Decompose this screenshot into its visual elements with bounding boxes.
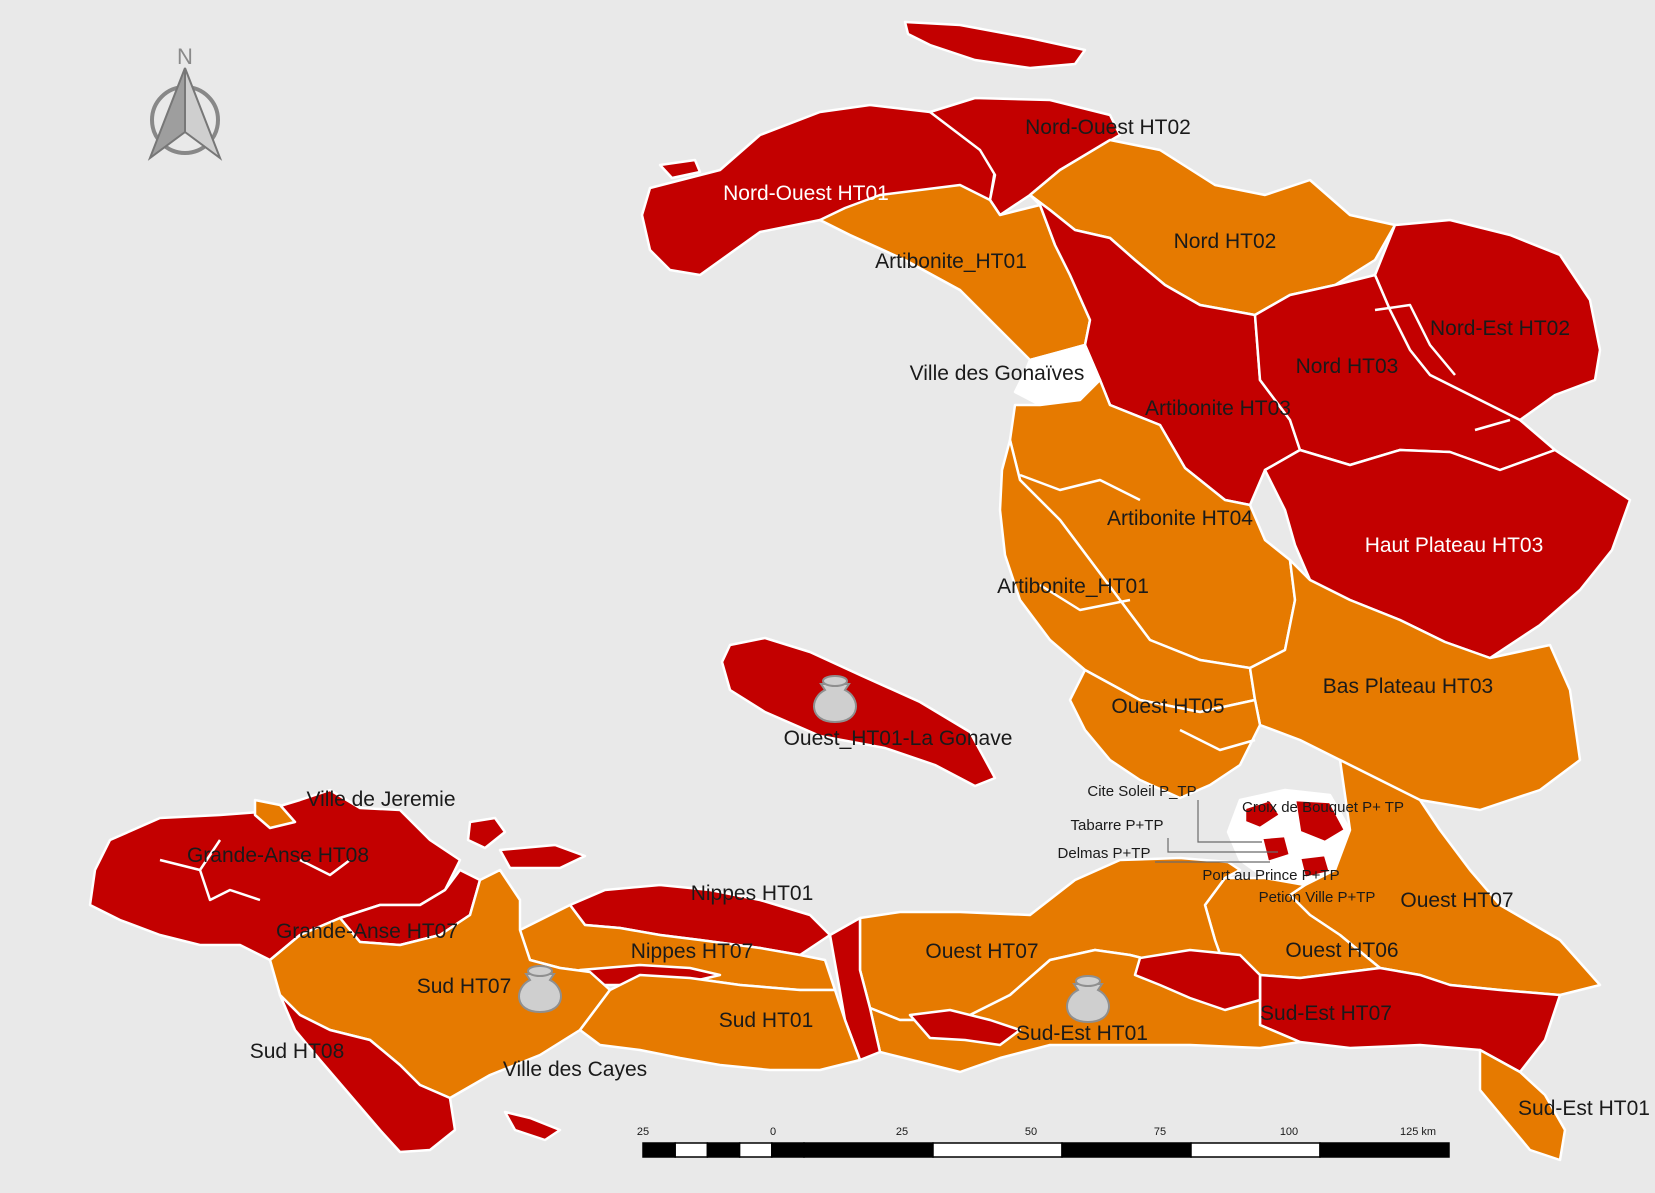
scale-segment	[706, 1142, 741, 1158]
label-nippes-ht07: Nippes HT07	[631, 940, 754, 963]
scale-segment	[1061, 1142, 1192, 1158]
label-delmas: Delmas P+TP	[1058, 845, 1151, 862]
label-sud-ht07: Sud HT07	[417, 975, 512, 998]
scale-segment	[1319, 1142, 1450, 1158]
region-small-island-north[interactable]	[658, 158, 702, 180]
label-artibonite-ht03: Artibonite HT03	[1145, 397, 1291, 420]
la-gonave-sack-icon	[813, 675, 857, 724]
label-sud-est-ht01-east: Sud-Est HT01	[1518, 1097, 1650, 1120]
border-grande-anse-interior	[159, 839, 351, 902]
scale-tick-label: 75	[1154, 1126, 1166, 1138]
region-ile-de-la-tortue[interactable]	[903, 20, 1087, 70]
label-nord-est-ht02: Nord-Est HT02	[1430, 317, 1570, 340]
label-ouest-ht05: Ouest HT05	[1111, 695, 1224, 718]
region-cite-soleil[interactable]	[1243, 798, 1282, 830]
label-bas-plateau-ht03: Bas Plateau HT03	[1323, 675, 1493, 698]
region-small-island-west[interactable]	[498, 843, 587, 870]
label-sud-est-ht01-mid: Sud-Est HT01	[1016, 1022, 1148, 1045]
border-nord-est-interior	[1374, 303, 1511, 432]
border-artibonite-interior	[1019, 473, 1256, 752]
label-grande-anse-ht07: Grande-Anse HT07	[276, 920, 458, 943]
label-ville-des-gonaives: Ville des Gonaïves	[910, 362, 1085, 385]
north-letter: N	[177, 44, 193, 69]
scale-segment	[674, 1142, 709, 1158]
region-grande-cayemite[interactable]	[466, 816, 507, 850]
region-ile-a-vache[interactable]	[503, 1110, 562, 1142]
region-sud-est-ht07[interactable]	[1258, 966, 1562, 1074]
leader-cite-soleil	[1197, 800, 1262, 843]
label-sud-ht08: Sud HT08	[250, 1040, 345, 1063]
label-nippes-ht01: Nippes HT01	[691, 882, 814, 905]
region-sud-est-ht01-east[interactable]	[1478, 1048, 1567, 1162]
label-ville-de-jeremie: Ville de Jeremie	[306, 788, 455, 811]
region-artibonite-ht03[interactable]	[1028, 193, 1302, 507]
label-nord-ht02: Nord HT02	[1174, 230, 1277, 253]
region-ouest-ht05[interactable]	[1068, 668, 1262, 800]
label-haut-plateau-ht03: Haut Plateau HT03	[1365, 534, 1544, 557]
label-ville-des-cayes: Ville des Cayes	[503, 1058, 647, 1081]
scale-segment	[932, 1142, 1063, 1158]
scale-tick-label: 125 km	[1400, 1126, 1436, 1138]
label-nord-ouest-ht02: Nord-Ouest HT02	[1025, 116, 1191, 139]
label-artibonite-ht01-south: Artibonite_HT01	[997, 575, 1149, 598]
label-ouest-ht06: Ouest HT06	[1285, 939, 1398, 962]
label-artibonite-ht01-north: Artibonite_HT01	[875, 250, 1027, 273]
scale-tick-label: 50	[1025, 1126, 1037, 1138]
leader-tabarre	[1167, 838, 1278, 853]
scale-segment	[738, 1142, 773, 1158]
sud-est-sack-icon	[1066, 975, 1110, 1024]
label-artibonite-ht04: Artibonite HT04	[1107, 507, 1253, 530]
scale-tick-label: 0	[770, 1126, 776, 1138]
label-petion-ville: Petion Ville P+TP	[1259, 889, 1376, 906]
scale-segment	[642, 1142, 676, 1158]
label-croix-de-bouquet: Croix de Bouquet P+ TP	[1242, 799, 1404, 816]
scale-bar: 25 0 25 50 75 100 125 km	[637, 1126, 1450, 1158]
scale-tick-label: 25	[637, 1126, 649, 1138]
label-ouest-ht01-la-gonave: Ouest_HT01-La Gonave	[784, 727, 1013, 750]
region-bas-plateau-ht03[interactable]	[1248, 558, 1582, 812]
region-ville-de-jeremie[interactable]	[253, 798, 297, 830]
label-grande-anse-ht08: Grande-Anse HT08	[187, 844, 369, 867]
label-cite-soleil: Cite Soleil P_TP	[1087, 783, 1196, 800]
label-tabarre: Tabarre P+TP	[1071, 817, 1164, 834]
region-sud-est-ht01-red-a[interactable]	[1133, 948, 1262, 1012]
label-ouest-ht07-mid: Ouest HT07	[925, 940, 1038, 963]
scale-segment	[771, 1142, 805, 1158]
region-ouest-ht07-red-strip[interactable]	[828, 916, 882, 1062]
label-port-au-prince: Port au Prince P+TP	[1202, 867, 1339, 884]
region-sud-ht01[interactable]	[578, 973, 862, 1072]
region-delmas[interactable]	[1260, 834, 1292, 864]
label-sud-est-ht07: Sud-Est HT07	[1260, 1002, 1392, 1025]
label-ouest-ht07-east: Ouest HT07	[1400, 889, 1513, 912]
label-sud-ht01: Sud HT01	[719, 1009, 814, 1032]
sud-sack-icon	[518, 965, 562, 1014]
scale-segment	[1190, 1142, 1321, 1158]
scale-tick-label: 100	[1280, 1126, 1298, 1138]
region-haut-plateau-ht03[interactable]	[1263, 448, 1632, 660]
north-arrow-icon: N	[147, 44, 223, 161]
scale-segment	[803, 1142, 934, 1158]
region-croix-de-bouquet[interactable]	[1293, 798, 1347, 844]
region-la-gonave[interactable]	[720, 636, 997, 788]
region-sud-est-ht01-red-b[interactable]	[908, 1008, 1022, 1047]
label-nord-ouest-ht01: Nord-Ouest HT01	[723, 182, 889, 205]
scale-tick-label: 25	[896, 1126, 908, 1138]
region-sud-ht08[interactable]	[278, 993, 457, 1154]
region-nord-ht03[interactable]	[1253, 273, 1557, 472]
label-nord-ht03: Nord HT03	[1296, 355, 1399, 378]
